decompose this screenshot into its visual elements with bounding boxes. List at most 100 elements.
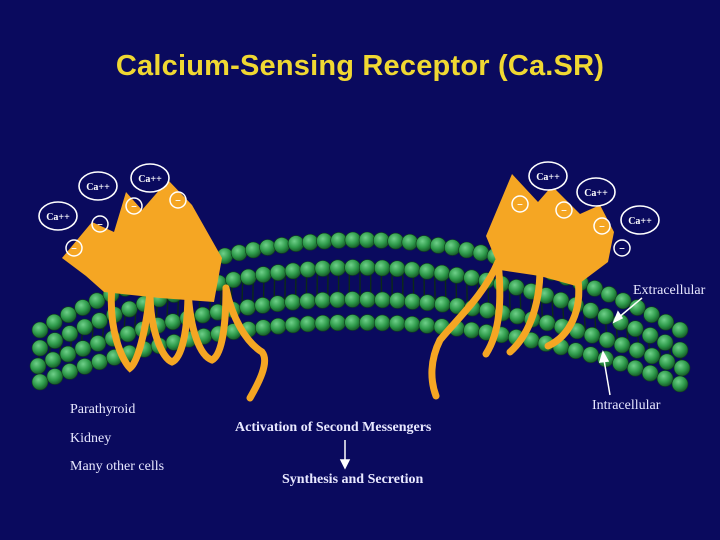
lipid-head: [657, 313, 675, 331]
lipid-head: [31, 321, 49, 339]
lipid-head: [673, 359, 691, 377]
negative-charge-icon: –: [91, 215, 109, 233]
activation-label: Activation of Second Messengers: [235, 420, 432, 435]
lipid-head: [91, 312, 108, 330]
lipid-head: [29, 357, 47, 375]
tissue-item: Kidney: [70, 430, 112, 446]
left-receptor-domain: [62, 180, 222, 302]
svg-text:–: –: [517, 197, 523, 211]
lipid-head: [284, 293, 301, 311]
lipid-head: [388, 260, 406, 278]
lipid-head: [626, 320, 644, 338]
lipid-head: [419, 294, 436, 312]
lipid-head: [254, 297, 272, 314]
lipid-head: [230, 244, 248, 262]
lipid-head: [245, 241, 262, 259]
negative-charge-icon: –: [555, 201, 573, 219]
lipid-head: [45, 313, 63, 331]
ion-label: Ca++: [138, 174, 162, 185]
left-receptor-tail: [107, 281, 269, 402]
calcium-ion: Ca++: [528, 161, 568, 191]
lipid-head: [254, 319, 272, 337]
lipid-head: [658, 353, 676, 371]
lipid-head: [614, 292, 632, 310]
lipid-head: [359, 259, 376, 276]
lipid-head: [119, 325, 137, 343]
lipid-head: [240, 268, 257, 286]
lipid-head: [44, 351, 62, 369]
calcium-ions: Ca++Ca++Ca++Ca++Ca++Ca++––––––––: [38, 161, 660, 257]
lipid-head: [612, 355, 629, 372]
tissue-list: Parathyroid Kidney Many other cells: [70, 400, 164, 486]
lipid-head: [448, 266, 466, 284]
lipid-head: [284, 262, 302, 280]
extracellular-label: Extracellular: [633, 283, 706, 298]
lipid-head: [600, 286, 618, 303]
lipid-head: [344, 259, 361, 276]
lipid-head: [404, 293, 421, 310]
lipid-head: [373, 259, 391, 277]
slide-title: Calcium-Sensing Receptor (Ca.SR): [115, 50, 605, 82]
lipid-head: [643, 347, 661, 365]
lipid-head: [91, 353, 108, 371]
lipid-head: [344, 314, 361, 331]
lipid-head: [582, 346, 600, 364]
lipid-head: [269, 264, 287, 281]
lipid-head: [89, 335, 107, 352]
ion-label: Ca++: [536, 172, 560, 183]
lipid-head: [538, 314, 556, 332]
lipid-head: [389, 292, 406, 309]
lipid-head: [403, 315, 421, 333]
negative-charge-icon: –: [613, 239, 631, 257]
lipid-head: [329, 291, 346, 309]
lipid-head: [269, 317, 287, 335]
lipid-head: [344, 231, 362, 249]
lipid-head: [88, 292, 106, 310]
lipid-head: [74, 299, 91, 316]
lipid-head: [359, 314, 376, 331]
lipid-head: [314, 260, 332, 277]
lipid-head: [61, 325, 79, 342]
lipid-head: [59, 345, 77, 363]
lipid-head: [656, 370, 674, 387]
lipid-head: [508, 307, 526, 325]
svg-text:–: –: [97, 217, 103, 231]
lipid-head: [259, 239, 276, 256]
negative-charge-icon: –: [593, 217, 611, 235]
ion-label: Ca++: [628, 216, 652, 227]
lipid-head: [583, 326, 601, 344]
lipid-head: [316, 232, 333, 250]
lipid-head: [314, 314, 332, 332]
lipid-head: [418, 262, 436, 280]
lipid-head: [46, 332, 64, 349]
lipid-head: [628, 299, 646, 316]
svg-text:–: –: [561, 203, 567, 217]
synthesis-label: Synthesis and Secretion: [282, 472, 424, 487]
lipid-head: [121, 300, 138, 318]
calcium-ion: Ca++: [38, 201, 78, 231]
lipid-head: [586, 280, 604, 297]
lipid-head: [582, 302, 600, 319]
lipid-head: [597, 307, 614, 325]
lipid-head: [287, 235, 305, 252]
lipid-head: [164, 313, 182, 331]
lipid-head: [478, 302, 496, 319]
calcium-ion: Ca++: [130, 163, 170, 193]
lipid-head: [429, 237, 447, 254]
lipid-head: [61, 363, 79, 380]
lipid-head: [273, 237, 291, 254]
negative-charge-icon: –: [65, 239, 83, 257]
tissue-item: Many other cells: [70, 459, 165, 474]
lipid-head: [374, 291, 391, 309]
lipid-head: [194, 306, 211, 324]
lipid-head: [671, 321, 689, 339]
calcium-ion: Ca++: [620, 205, 660, 235]
right-receptor-domain: [486, 174, 614, 286]
lipid-head: [403, 261, 421, 279]
lipid-head: [444, 239, 461, 256]
lipid-head: [284, 316, 302, 334]
lipid-head: [373, 314, 391, 332]
ion-label: Ca++: [46, 212, 70, 223]
